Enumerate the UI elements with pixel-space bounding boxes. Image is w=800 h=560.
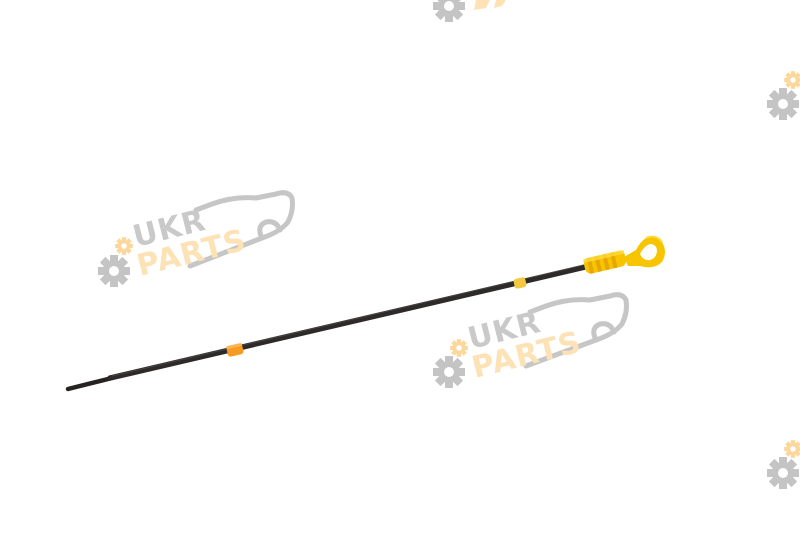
- gear-icon: [450, 339, 468, 357]
- watermark-logo: UKR PARTS: [433, 292, 629, 388]
- dipstick-tip: [65, 375, 115, 392]
- gear-icon: [433, 0, 465, 22]
- gear-icon: [115, 237, 133, 255]
- level-marker: [226, 343, 244, 357]
- gear-icon: [767, 457, 799, 489]
- gear-icon: [784, 440, 800, 458]
- watermark-fragment: [474, 0, 490, 10]
- car-silhouette-icon: [187, 190, 295, 269]
- gear-icon: [784, 71, 800, 89]
- watermark-logo: UKR PARTS: [98, 190, 295, 287]
- gear-icon: [98, 255, 130, 287]
- watermark-fragment: [494, 0, 506, 8]
- level-marker: [513, 277, 527, 289]
- gear-icon: [767, 88, 799, 120]
- dipstick: [65, 235, 665, 392]
- gear-icon: [433, 356, 465, 388]
- dipstick-handle-loop: [624, 235, 665, 268]
- car-silhouette-icon: [523, 292, 629, 369]
- dipstick-handle-collar: [583, 250, 627, 274]
